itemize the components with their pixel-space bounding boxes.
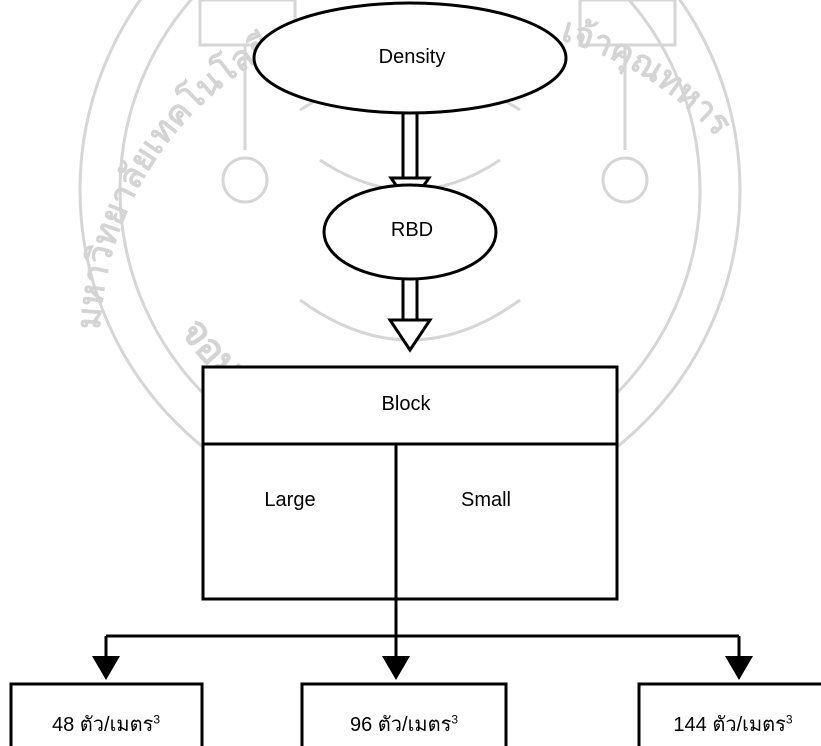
leaf-48-unit: ตัว/เมตร bbox=[79, 714, 154, 736]
leaf-144-exponent: 3 bbox=[785, 712, 793, 727]
leaf-box-96 bbox=[300, 682, 508, 746]
block-title: Block bbox=[381, 393, 431, 415]
leaf-label-48: 48 ตัว/เมตร3 bbox=[52, 708, 160, 740]
density-node bbox=[252, 1, 568, 115]
connector-arrowheads bbox=[92, 656, 753, 680]
density-label: Density bbox=[378, 46, 446, 68]
leaf-96-exponent: 3 bbox=[451, 712, 459, 727]
leaf-boxes bbox=[9, 682, 821, 746]
arrow-rbd-to-block bbox=[387, 279, 433, 353]
rbd-node bbox=[322, 183, 498, 281]
rbd-label: RBD bbox=[390, 219, 434, 241]
leaf-label-96: 96 ตัว/เมตร3 bbox=[350, 708, 458, 740]
arrowhead-96 bbox=[382, 656, 410, 680]
leaf-144-value: 144 bbox=[673, 714, 707, 736]
leaf-48-exponent: 3 bbox=[153, 712, 161, 727]
connector-lines bbox=[104, 599, 741, 658]
leaf-144-unit: ตัว/เมตร bbox=[712, 714, 786, 736]
small-label: Small bbox=[460, 489, 512, 511]
leaf-48-value: 48 bbox=[51, 714, 75, 736]
leaf-label-144: 144 ตัว/เมตร3 bbox=[673, 708, 792, 740]
leaf-96-unit: ตัว/เมตร bbox=[377, 714, 452, 736]
arrowhead-144 bbox=[725, 656, 753, 680]
leaf-box-144 bbox=[637, 682, 821, 746]
leaf-96-value: 96 bbox=[349, 714, 373, 736]
leaf-box-48 bbox=[9, 682, 204, 746]
arrowhead-48 bbox=[92, 656, 120, 680]
large-label: Large bbox=[264, 489, 316, 511]
block-table bbox=[201, 365, 619, 601]
